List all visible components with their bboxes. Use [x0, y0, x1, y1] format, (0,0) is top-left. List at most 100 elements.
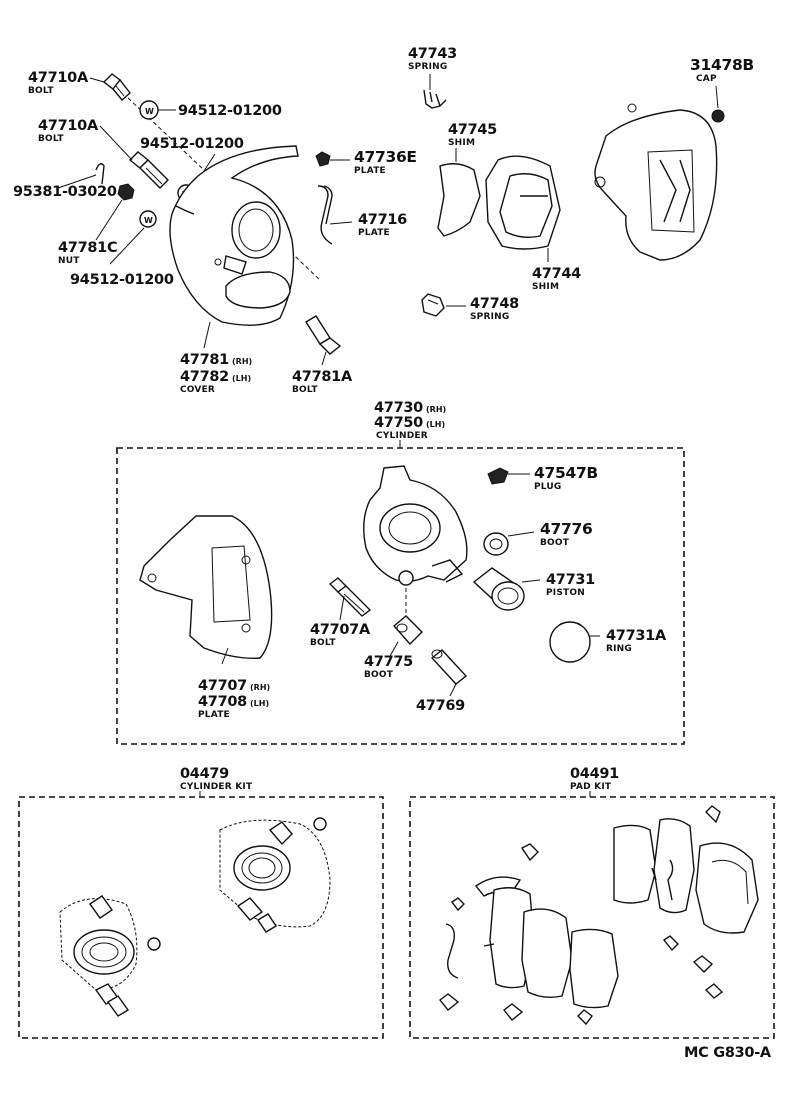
nut-47781c	[117, 183, 135, 201]
svg-text:BOOT: BOOT	[364, 670, 394, 680]
brake-pad-pair	[485, 155, 561, 250]
shim-47745	[437, 163, 481, 237]
svg-text:47750: 47750	[374, 415, 423, 431]
cotter-pin-95381	[95, 163, 105, 185]
label-47736e: 47736E PLATE	[354, 148, 417, 176]
diagram-code: MC G830-A	[684, 1045, 772, 1061]
cylinder-group-box	[116, 447, 685, 745]
svg-text:47716: 47716	[358, 212, 407, 228]
bolt-47710a-lower	[128, 151, 169, 189]
label-47710a-upper: 47710A BOLT	[28, 70, 89, 96]
svg-text:BOOT: BOOT	[540, 538, 570, 548]
svg-text:47731: 47731	[546, 572, 595, 588]
caliper-mount	[594, 103, 718, 261]
boot-47776	[483, 532, 509, 556]
label-94512-upper: 94512-01200	[178, 103, 282, 119]
svg-text:47748: 47748	[470, 296, 519, 312]
washer-icon: W	[139, 210, 157, 228]
svg-text:(RH): (RH)	[232, 357, 252, 366]
label-47781: 47781 (RH) 47782 (LH) COVER	[180, 352, 252, 395]
svg-text:SHIM: SHIM	[448, 138, 475, 148]
svg-text:47776: 47776	[540, 520, 592, 538]
svg-text:47708: 47708	[198, 694, 247, 710]
disc-cover-47781	[169, 145, 299, 326]
label-94512-mid: 94512-01200	[140, 136, 244, 152]
svg-text:(RH): (RH)	[250, 683, 270, 692]
boot-47775	[392, 615, 423, 646]
washer-icon: W	[139, 100, 159, 120]
label-31478b: 31478B CAP	[690, 56, 754, 84]
svg-text:CAP: CAP	[696, 74, 717, 84]
svg-text:31478B: 31478B	[690, 56, 754, 74]
pin-47769	[430, 649, 468, 685]
cylinder-kit-parts-upper	[219, 817, 331, 933]
ring-47731a	[549, 621, 591, 663]
svg-text:PISTON: PISTON	[546, 588, 585, 598]
svg-text:47744: 47744	[532, 266, 581, 282]
svg-text:04491: 04491	[570, 766, 619, 782]
svg-text:COVER: COVER	[180, 385, 215, 395]
svg-text:CYLINDER KIT: CYLINDER KIT	[180, 782, 253, 792]
label-47730: 47730 (RH) 47750 (LH) CYLINDER	[374, 400, 446, 441]
svg-text:(LH): (LH)	[250, 699, 269, 708]
svg-text:47775: 47775	[364, 654, 413, 670]
svg-text:47781A: 47781A	[292, 369, 353, 385]
svg-text:CYLINDER: CYLINDER	[376, 431, 428, 441]
label-47707a: 47707A BOLT	[310, 622, 371, 648]
label-47745: 47745 SHIM	[448, 122, 497, 148]
svg-text:47743: 47743	[408, 46, 457, 62]
label-47743: 47743 SPRING	[408, 46, 457, 72]
spring-47748	[421, 293, 445, 317]
label-47775: 47775 BOOT	[364, 654, 413, 680]
label-04491: 04491 PAD KIT	[570, 766, 619, 792]
label-47781a: 47781A BOLT	[292, 369, 353, 395]
svg-text:47736E: 47736E	[354, 148, 417, 166]
bolt-47781a	[305, 315, 342, 355]
svg-text:47710A: 47710A	[38, 118, 99, 134]
svg-text:SHIM: SHIM	[532, 282, 559, 292]
svg-text:47730: 47730	[374, 400, 423, 416]
label-47744: 47744 SHIM	[532, 266, 581, 292]
svg-text:PLATE: PLATE	[198, 710, 230, 720]
label-47716: 47716 PLATE	[358, 212, 407, 238]
svg-text:PLUG: PLUG	[534, 482, 562, 492]
cap-31478b	[711, 109, 725, 123]
svg-text:W: W	[145, 107, 154, 116]
svg-text:NUT: NUT	[58, 256, 80, 266]
svg-text:47707A: 47707A	[310, 622, 371, 638]
plate-47736e	[315, 151, 331, 167]
pad-kit-parts	[439, 805, 759, 1026]
svg-text:(LH): (LH)	[426, 420, 445, 429]
svg-text:47781C: 47781C	[58, 240, 117, 256]
label-47781c: 47781C NUT	[58, 240, 118, 266]
svg-text:47547B: 47547B	[534, 464, 598, 482]
svg-text:RING: RING	[606, 644, 632, 654]
cylinder-kit-parts-lower	[59, 895, 161, 1017]
svg-text:(RH): (RH)	[426, 405, 446, 414]
piston-47731	[472, 567, 525, 611]
plug-47547b	[487, 467, 509, 485]
label-47707: 47707 (RH) 47708 (LH) PLATE	[198, 678, 270, 720]
caliper-cylinder-47730	[363, 465, 468, 586]
plate-47716	[317, 185, 333, 245]
spring-47743	[423, 89, 447, 109]
label-47769: 47769	[416, 698, 465, 714]
svg-text:BOLT: BOLT	[28, 86, 54, 96]
svg-text:(LH): (LH)	[232, 374, 251, 383]
cylinder-kit-box	[18, 796, 384, 1039]
label-47731: 47731 PISTON	[546, 572, 595, 598]
svg-text:SPRING: SPRING	[408, 62, 447, 72]
svg-text:47781: 47781	[180, 352, 229, 368]
svg-text:47710A: 47710A	[28, 70, 89, 86]
svg-text:W: W	[144, 216, 153, 225]
bolt-47707a	[328, 577, 372, 617]
svg-text:SPRING: SPRING	[470, 312, 509, 322]
svg-text:PAD KIT: PAD KIT	[570, 782, 612, 792]
svg-text:04479: 04479	[180, 766, 229, 782]
label-47776: 47776 BOOT	[540, 520, 593, 548]
svg-text:BOLT: BOLT	[38, 134, 64, 144]
label-47731a: 47731A RING	[606, 628, 667, 654]
svg-text:47731A: 47731A	[606, 628, 667, 644]
label-47547b: 47547B PLUG	[534, 464, 598, 492]
svg-text:PLATE: PLATE	[354, 166, 386, 176]
